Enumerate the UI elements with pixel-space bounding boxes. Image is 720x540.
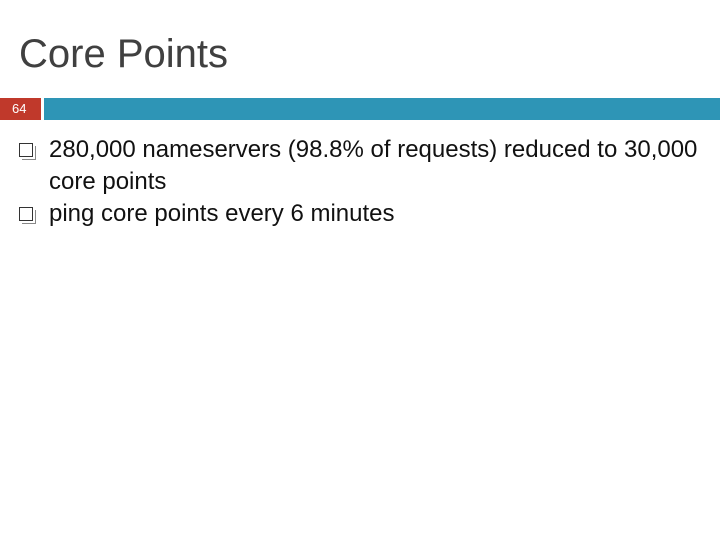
- header-rule-bar: [44, 98, 720, 120]
- bullet-text: 280,000 nameservers (98.8% of requests) …: [49, 136, 698, 195]
- bullet-item: 280,000 nameservers (98.8% of requests) …: [19, 134, 709, 198]
- hollow-square-bullet-icon: [19, 207, 36, 224]
- bullet-item: ping core points every 6 minutes: [19, 198, 709, 230]
- page-number: 64: [12, 101, 27, 116]
- bullet-list: 280,000 nameservers (98.8% of requests) …: [19, 134, 709, 230]
- hollow-square-bullet-icon: [19, 143, 36, 160]
- slide-title: Core Points: [19, 32, 228, 76]
- bullet-text: ping core points every 6 minutes: [49, 200, 395, 227]
- page-number-badge: [0, 98, 41, 120]
